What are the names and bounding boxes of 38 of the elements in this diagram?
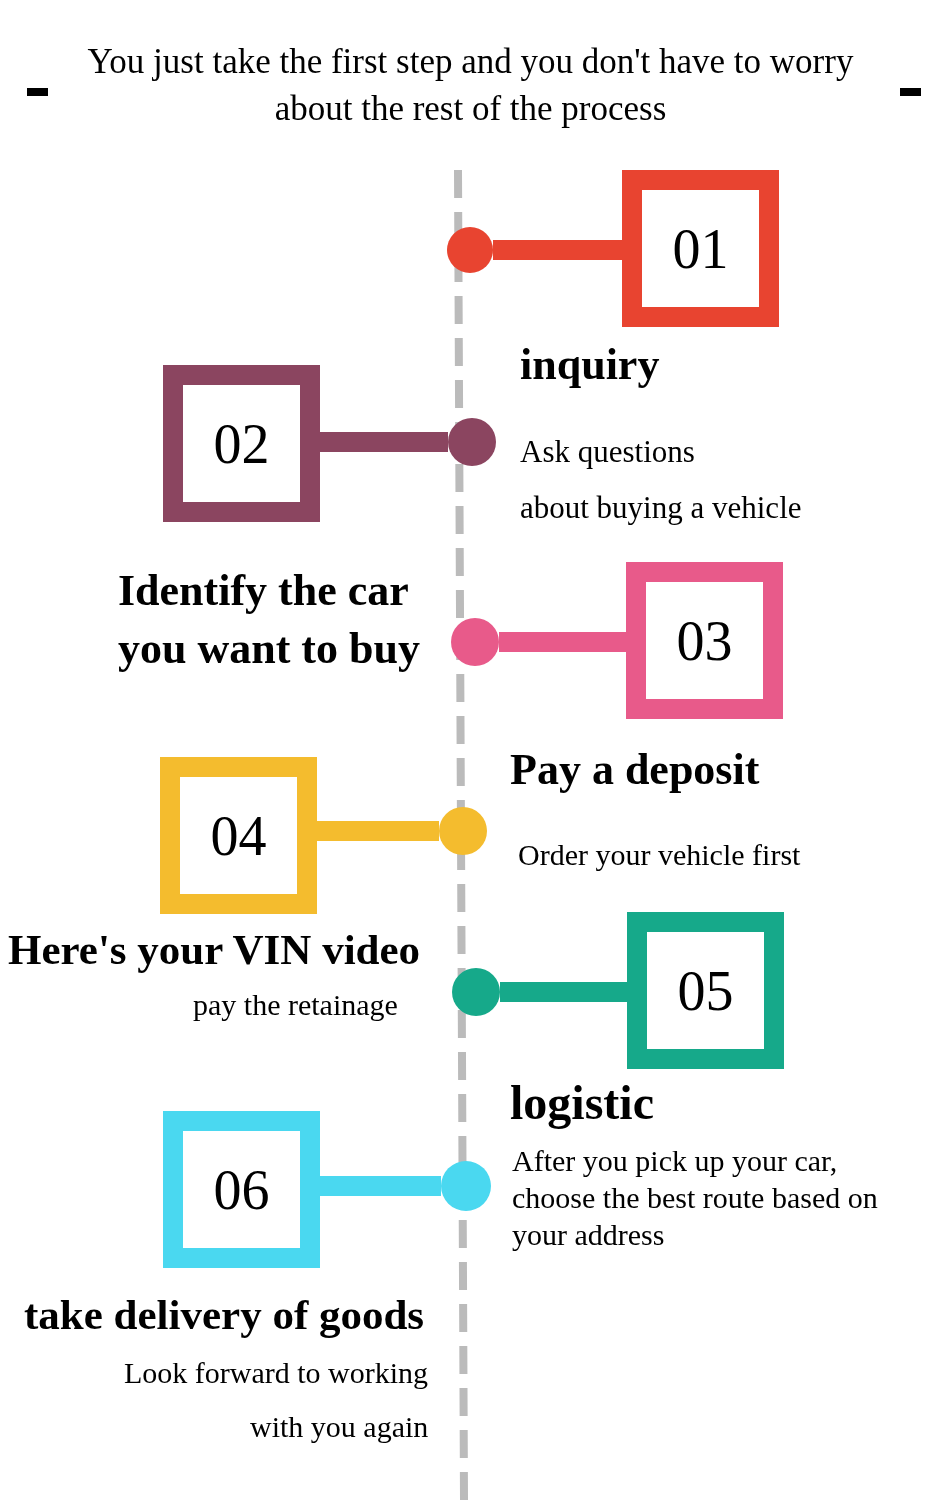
step-description: with you again <box>250 1410 429 1445</box>
timeline-dot <box>439 807 487 855</box>
step-heading: inquiry <box>520 340 660 391</box>
step-heading: Here's your VIN video <box>8 925 421 975</box>
step-heading: Identify the car you want to buy <box>118 565 421 675</box>
step-description: Look forward to working <box>124 1356 429 1391</box>
timeline-dot <box>448 418 496 466</box>
connector-line <box>500 982 627 1002</box>
connector-line <box>320 432 448 452</box>
step-heading: logistic <box>510 1075 654 1131</box>
step-description: Order your vehicle first <box>518 838 801 873</box>
step-number-box <box>163 365 320 522</box>
step-description: After you pick up your car, choose the best route based on your address <box>512 1143 879 1253</box>
timeline-dot <box>441 1161 491 1211</box>
step-number: 01 <box>672 220 729 277</box>
timeline-dot <box>451 618 499 666</box>
connector-line <box>493 240 622 260</box>
step-number-box <box>627 912 784 1069</box>
step-heading: Pay a deposit <box>510 745 760 796</box>
step-description: pay the retainage <box>193 988 398 1023</box>
step-number: 06 <box>213 1161 270 1218</box>
step-number-box <box>160 757 317 914</box>
step-description: Ask questions <box>520 434 695 470</box>
title: You just take the first step and you don't have to worry about the rest of the process <box>86 41 855 130</box>
timeline-dot <box>447 227 493 273</box>
step-number: 05 <box>677 962 734 1019</box>
connector-line <box>317 821 439 841</box>
step-number: 02 <box>213 415 270 472</box>
step-description: about buying a vehicle <box>520 490 802 526</box>
connector-line <box>499 632 626 652</box>
step-number-box <box>622 170 779 327</box>
step-number: 04 <box>210 807 267 864</box>
step-number-box <box>626 562 783 719</box>
step-number-box <box>163 1111 320 1268</box>
timeline-dot <box>452 968 500 1016</box>
connector-line <box>320 1176 441 1196</box>
step-number: 03 <box>676 612 733 669</box>
step-heading: take delivery of goods <box>24 1290 425 1340</box>
